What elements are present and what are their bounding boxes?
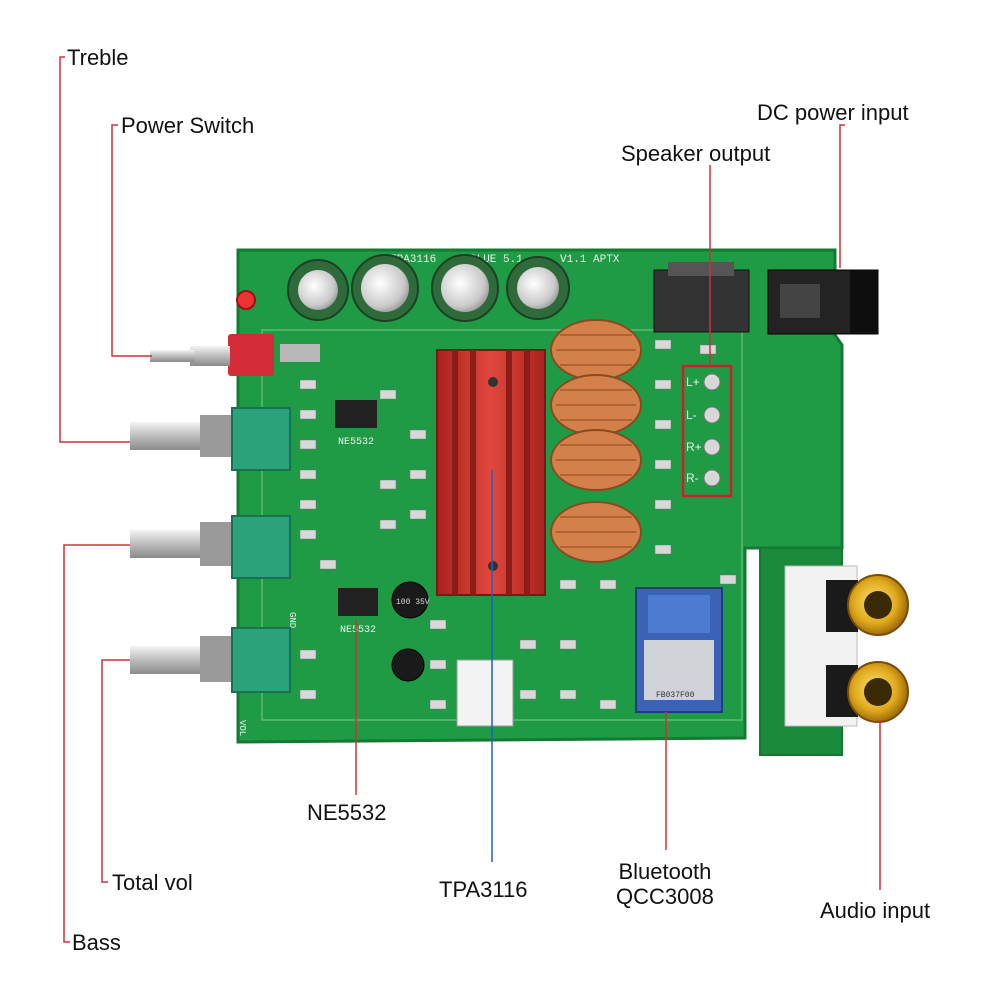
- treble-knob: [130, 407, 291, 471]
- bass-knob: [130, 515, 291, 579]
- bass-leader: [63, 544, 130, 943]
- total-vol-knob: [130, 627, 291, 693]
- capacitor-row: [287, 254, 570, 322]
- potentiometers: [130, 407, 291, 693]
- bass-label: Bass: [72, 930, 121, 955]
- ne5532-chips: NE5532 NE5532: [335, 400, 378, 636]
- cap-label: 100 35V: [396, 598, 430, 607]
- silkscreen-vol: VOL: [237, 720, 247, 736]
- rca-audio-jacks: [784, 565, 909, 727]
- speaker-terminals: L+ L- R+ R-: [686, 373, 721, 487]
- silkscreen-version: V1.1 APTX: [560, 254, 620, 266]
- chip-label-bottom: NE5532: [340, 625, 376, 636]
- speaker-output-label: Speaker output: [621, 141, 771, 166]
- total-vol-leader: [101, 659, 130, 883]
- bluetooth-label: Bluetooth QCC3008: [616, 859, 714, 910]
- smd-components: [299, 339, 737, 710]
- silkscreen-gnd: GND: [287, 612, 297, 628]
- terminal-rplus: R+: [686, 440, 702, 454]
- bluetooth-module: FB037F00: [635, 587, 723, 713]
- dc-power-jack: [767, 269, 879, 335]
- total-vol-label: Total vol: [112, 870, 193, 895]
- bluetooth-label-line1: Bluetooth: [618, 859, 712, 884]
- regulator-component: [653, 262, 750, 333]
- audio-input-label: Audio input: [820, 898, 931, 923]
- bt-module-text: FB037F00: [656, 691, 695, 700]
- power-led: [236, 290, 256, 310]
- power-switch-label: Power Switch: [121, 113, 255, 138]
- treble-leader: [59, 56, 130, 443]
- dc-power-leader: [839, 124, 845, 268]
- terminal-lplus: L+: [686, 375, 700, 389]
- treble-label: Treble: [67, 45, 129, 70]
- power-switch-leader: [111, 124, 152, 357]
- relay-component: [456, 659, 514, 727]
- ne5532-label: NE5532: [307, 800, 387, 825]
- tpa3116-label: TPA3116: [439, 877, 528, 902]
- tpa3116-heatsink: [436, 349, 546, 596]
- terminal-rminus: R-: [686, 471, 699, 485]
- callout-lines: [59, 56, 881, 943]
- dc-power-input-label: DC power input: [757, 100, 909, 125]
- terminal-lminus: L-: [686, 408, 697, 422]
- inductor-coils: [550, 319, 642, 563]
- power-switch-component: [150, 334, 320, 376]
- chip-label-top: NE5532: [338, 437, 374, 448]
- bluetooth-label-line2: QCC3008: [616, 884, 714, 910]
- speaker-output-highlight-box: [681, 364, 733, 498]
